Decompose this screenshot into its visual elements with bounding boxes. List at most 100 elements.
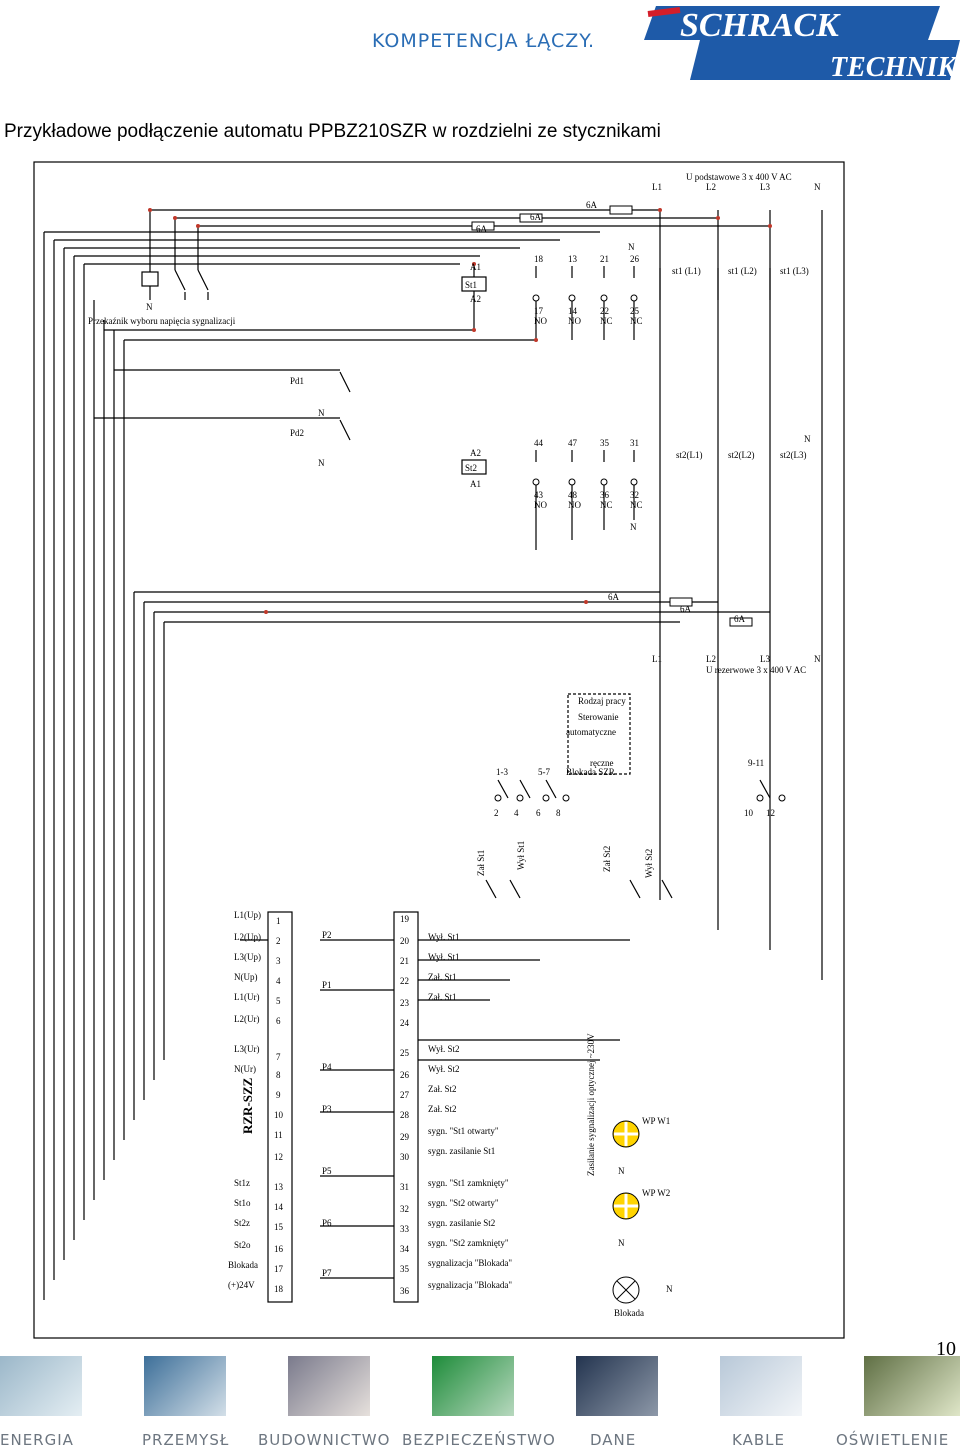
n-label: N [318, 458, 325, 468]
push-button-label: Wył St2 [644, 849, 654, 878]
right-terminal: 33 [400, 1224, 410, 1234]
right-label: sygnalizacja "Blokada" [428, 1258, 512, 1268]
relay-label: P5 [322, 1166, 332, 1176]
push-button-label: Wył St1 [516, 841, 526, 870]
right-label: sygn. "St2 otwarty" [428, 1198, 499, 1208]
mode-terminal: 4 [514, 808, 519, 818]
n-label: N [618, 1238, 625, 1248]
lamp-wp-w1-icon [612, 1120, 640, 1148]
relay-label: P7 [322, 1268, 332, 1278]
relay-label: P3 [322, 1104, 332, 1114]
fuse-label: 6A [586, 200, 598, 210]
mode-terminal: 12 [766, 808, 775, 818]
footer-photo-dane [576, 1356, 658, 1416]
st2-type: NC [630, 500, 643, 510]
mode-group: 1-3 [496, 767, 508, 777]
st2-a1: A1 [470, 479, 481, 489]
lamp-blokada-icon [612, 1276, 640, 1304]
st2-term-bottom: 43 [534, 490, 544, 500]
st2-type: NC [600, 500, 613, 510]
left-label: L2(Ur) [234, 1014, 260, 1024]
right-label: Wył. St2 [428, 1064, 459, 1074]
st1-main-contact: st1 (L2) [728, 266, 757, 276]
right-label: Wył. St1 [428, 932, 459, 942]
right-label: Zał. St2 [428, 1104, 457, 1114]
right-terminal: 19 [400, 914, 410, 924]
footer-photo-energia [0, 1356, 82, 1416]
supply-main-phase: N [814, 182, 821, 192]
st1-term-top: 13 [568, 254, 578, 264]
left-terminal: 14 [274, 1202, 284, 1212]
supply-main-label: U podstawowe 3 x 400 V AC [686, 172, 792, 182]
left-terminal: 17 [274, 1264, 284, 1274]
st2-term-top: 47 [568, 438, 578, 448]
footer-photo-kable [720, 1356, 802, 1416]
company-tagline: KOMPETENCJA ŁĄCZY. [372, 30, 596, 52]
relay-label: P1 [322, 980, 332, 990]
left-terminal: 5 [276, 996, 281, 1006]
left-terminal: 10 [274, 1110, 284, 1120]
left-label: St2o [234, 1240, 251, 1250]
fuse-label: 6A [530, 212, 542, 222]
left-terminal: 2 [276, 936, 281, 946]
right-terminal: 22 [400, 976, 409, 986]
st2-term-bottom: 36 [600, 490, 610, 500]
fuse-label: 6A [476, 224, 488, 234]
st1-a1: A1 [470, 262, 481, 272]
st2-a2: A2 [470, 448, 481, 458]
left-terminal: 16 [274, 1244, 284, 1254]
supply-reserve-phase: L3 [760, 654, 770, 664]
n-label: N [628, 242, 635, 252]
st1-term-bottom: 25 [630, 306, 640, 316]
n-label: N [666, 1284, 673, 1294]
left-terminal: 11 [274, 1130, 283, 1140]
n-label: N [804, 434, 811, 444]
st2-term-top: 35 [600, 438, 610, 448]
supply-reserve-phase: L2 [706, 654, 716, 664]
right-terminal: 36 [400, 1286, 410, 1296]
st1-term-top: 21 [600, 254, 609, 264]
pd1-label: Pd1 [290, 376, 304, 386]
n-label: N [630, 522, 637, 532]
st1-type: NC [600, 316, 613, 326]
mode-title: Sterowanie [578, 712, 619, 722]
left-label: L1(Up) [234, 910, 261, 920]
st2-main-contact: st2(L2) [728, 450, 755, 460]
right-label: Wył. St1 [428, 952, 459, 962]
mode-terminal: 8 [556, 808, 561, 818]
pd2-label: Pd2 [290, 428, 304, 438]
footer-photo-przemysl [144, 1356, 226, 1416]
st1-term-bottom: 14 [568, 306, 578, 316]
lamp-label: WP W2 [642, 1188, 670, 1198]
schrack-logo: SCHRACK TECHNIK [644, 6, 960, 83]
right-label: sygn. zasilanie St1 [428, 1146, 495, 1156]
right-terminal: 31 [400, 1182, 409, 1192]
mode-manual: Blokada SZR [566, 767, 615, 777]
st1-term-top: 26 [630, 254, 640, 264]
relay-select-label: Przekaźnik wyboru napięcia sygnalizacji [88, 316, 236, 326]
st2-term-top: 44 [534, 438, 544, 448]
power-label: Zasilanie sygnalizacji optycznej ~230V [586, 1033, 596, 1176]
st1-type: NO [568, 316, 581, 326]
mode-title: automatyczne [566, 727, 616, 737]
lamp-label: WP W1 [642, 1116, 670, 1126]
mode-group: 5-7 [538, 767, 550, 777]
wiring-diagram: U podstawowe 3 x 400 V AC L1 L2 L3 N 6A … [33, 161, 845, 1339]
right-terminal: 34 [400, 1244, 410, 1254]
supply-main-phase: L1 [652, 182, 662, 192]
page-number: 10 [936, 1338, 956, 1360]
left-terminal: 8 [276, 1070, 281, 1080]
footer-photo-bezpieczenstwo [432, 1356, 514, 1416]
left-label: St1z [234, 1178, 250, 1188]
st2-type: NO [534, 500, 547, 510]
left-terminal: 12 [274, 1152, 283, 1162]
left-terminal: 9 [276, 1090, 281, 1100]
st1-term-top: 18 [534, 254, 544, 264]
relay-label: P6 [322, 1218, 332, 1228]
right-label: sygnalizacja "Blokada" [428, 1280, 512, 1290]
left-label: Blokada [228, 1260, 258, 1270]
left-terminal: 3 [276, 956, 281, 966]
supply-main-phase: L2 [706, 182, 716, 192]
right-terminal: 26 [400, 1070, 410, 1080]
st1-term-bottom: 22 [600, 306, 609, 316]
